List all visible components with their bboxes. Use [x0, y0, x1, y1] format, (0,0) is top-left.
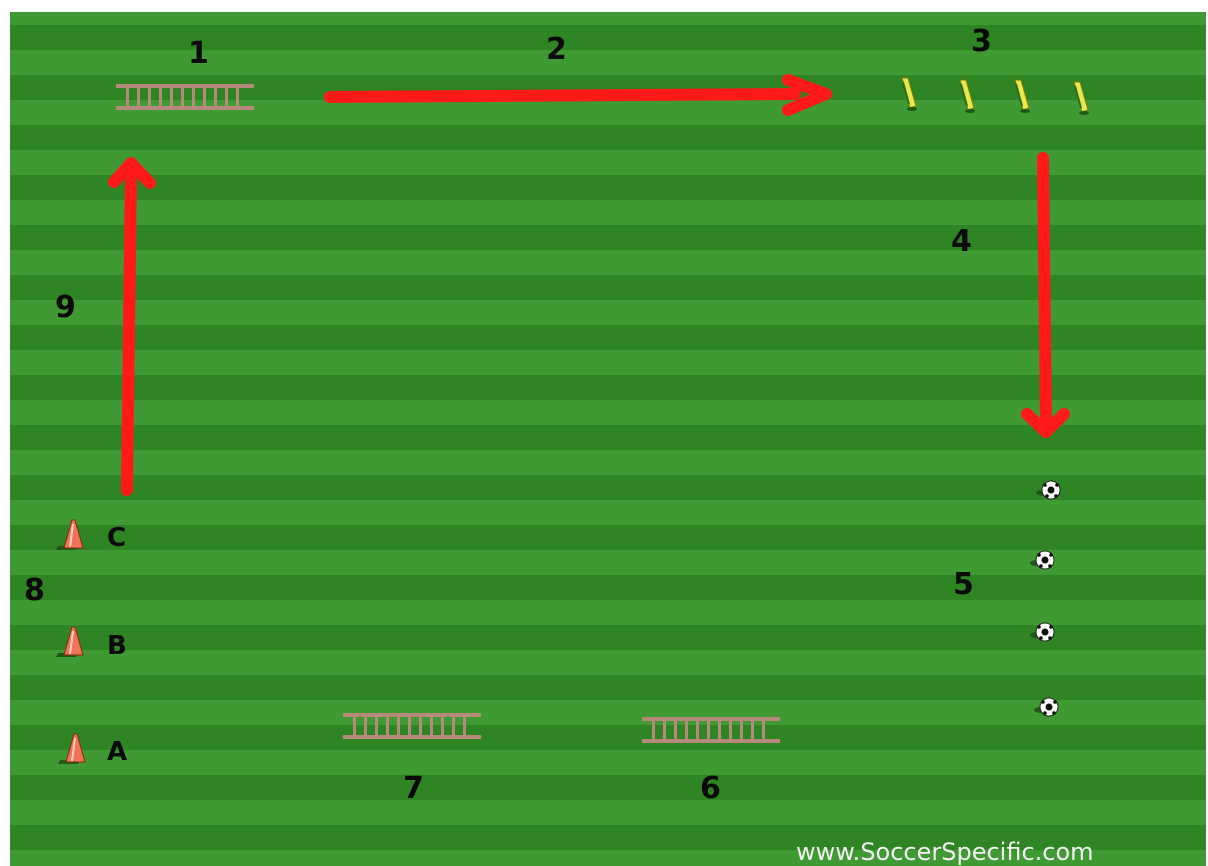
station-label-9: 9 [55, 290, 76, 325]
field-grass [10, 12, 1206, 866]
station-label-5: 5 [953, 567, 974, 602]
station-label-2: 2 [546, 32, 567, 67]
watermark-text: www.SoccerSpecific.com [796, 838, 1094, 866]
station-label-6: 6 [700, 771, 721, 806]
station-label-3: 3 [971, 24, 992, 59]
station-label-4: 4 [951, 224, 972, 259]
cone-label-a: A [107, 737, 127, 767]
station-label-7: 7 [403, 771, 424, 806]
station-label-1: 1 [188, 36, 209, 71]
cone-label-b: B [107, 631, 127, 661]
station-label-8: 8 [24, 573, 45, 608]
cone-label-c: C [107, 523, 126, 553]
